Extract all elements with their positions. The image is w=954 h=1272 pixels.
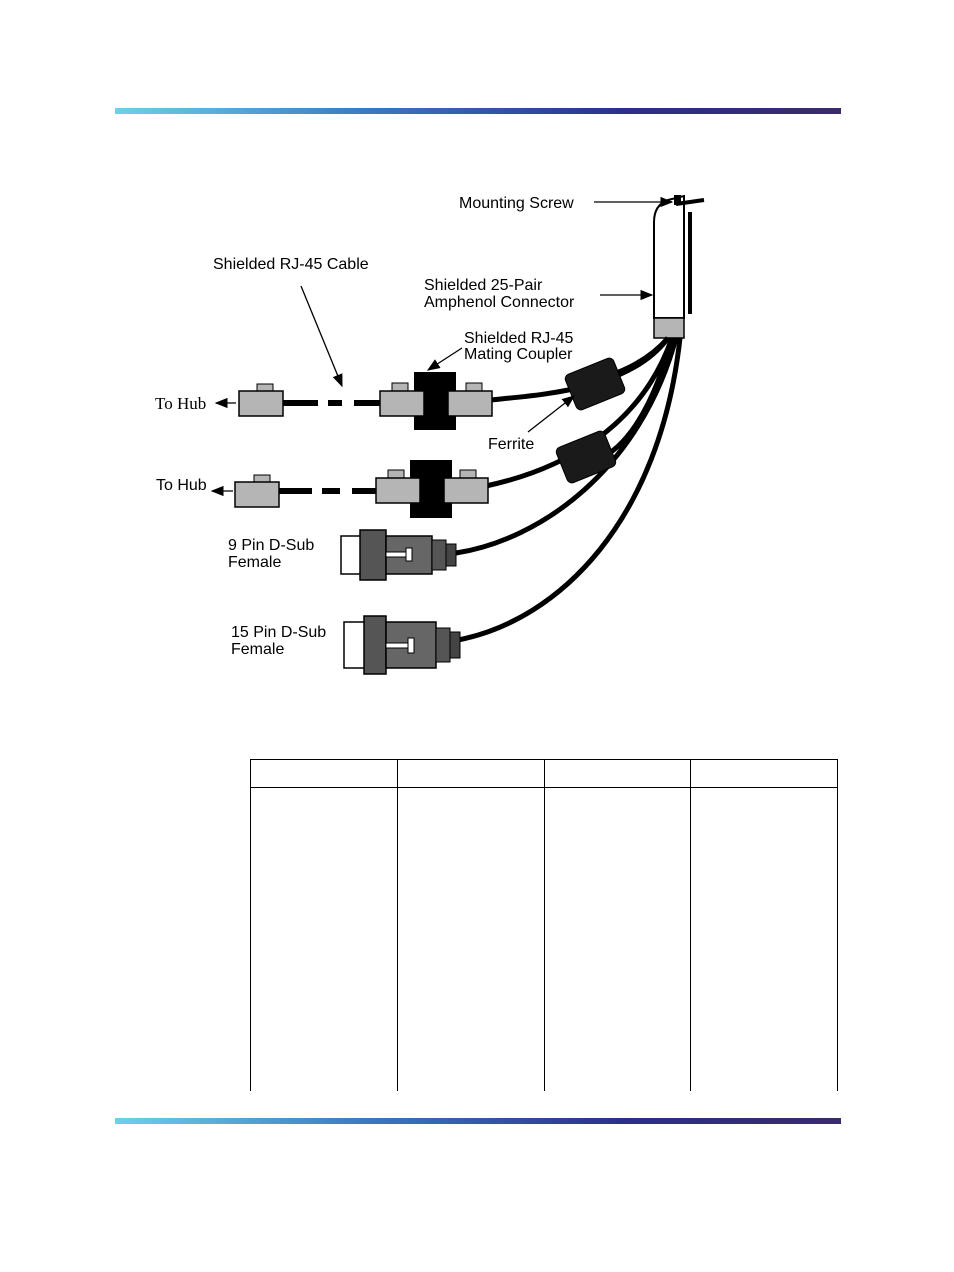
label-to-hub-2: To Hub [156,477,207,494]
table-cell [543,787,692,1091]
table-header-cell [250,759,398,788]
label-dsub15-line1: 15 Pin D-Sub [231,624,326,641]
table-cell [690,787,838,1091]
header-rule [115,108,841,114]
label-rj45-cable: Shielded RJ-45 Cable [213,256,369,273]
label-dsub9-line1: 9 Pin D-Sub [228,537,314,554]
cable-diagram: Mounting Screw Shielded RJ-45 Cable Shie… [155,194,705,675]
label-mounting-screw: Mounting Screw [459,195,574,212]
table-header-cell [396,759,545,788]
table-header-cell [543,759,692,788]
label-dsub9-line2: Female [228,554,281,571]
table-cell [250,787,398,1091]
label-coupler-line2: Mating Coupler [464,346,573,363]
label-amphenol-line1: Shielded 25-Pair [424,277,543,294]
amphenol-connector [653,194,705,339]
ferrite-beads [555,357,626,484]
label-coupler-line1: Shielded RJ-45 [464,330,574,347]
dsub-15-connector [343,615,461,675]
leader-arrows [210,196,674,497]
rj45-assembly-1 [238,372,493,430]
label-amphenol-line2: Amphenol Connector [424,294,575,311]
table-header-row [250,759,838,788]
spec-table [250,759,838,1091]
rj45-assembly-2 [234,460,489,518]
table-header-cell [690,759,838,788]
label-ferrite: Ferrite [488,436,534,453]
table-cell [396,787,545,1091]
label-to-hub-1: To Hub [155,394,206,413]
footer-rule [115,1118,841,1124]
dsub-9-connector [340,529,457,581]
label-dsub15-line2: Female [231,641,284,658]
table-row [250,787,838,1091]
